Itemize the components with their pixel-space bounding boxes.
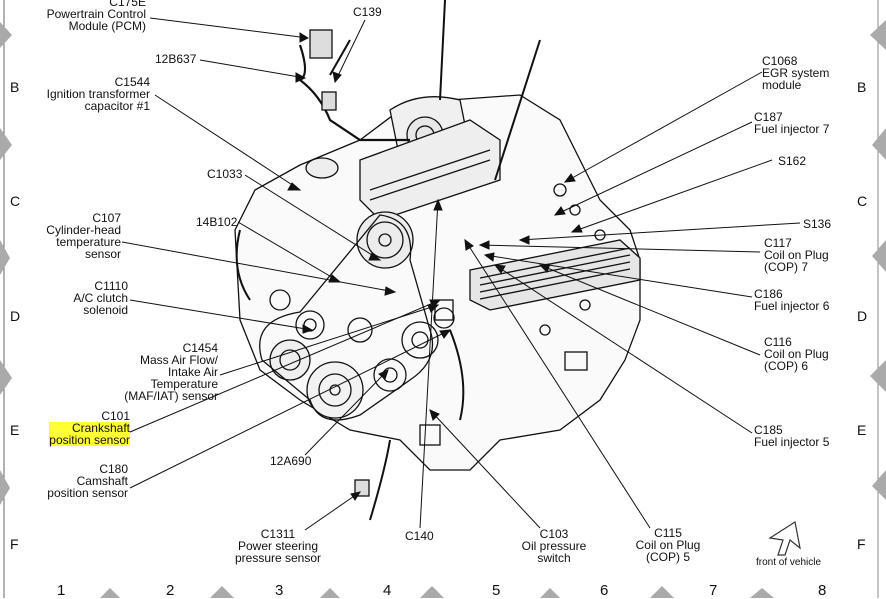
label-c1033: C1033 xyxy=(207,167,243,181)
grid-row-e-right: E xyxy=(857,422,867,438)
label-12b637: 12B637 xyxy=(155,52,197,66)
grid-row-d-left: D xyxy=(10,308,21,324)
label-14b102: 14B102 xyxy=(196,215,238,229)
grid-row-c-left: C xyxy=(10,193,21,209)
label-c139: C139 xyxy=(353,5,382,19)
grid-row-d-right: D xyxy=(857,308,868,324)
grid-col-8: 8 xyxy=(818,582,827,599)
grid-col-4: 4 xyxy=(383,582,392,599)
grid-col-1: 1 xyxy=(57,582,66,599)
leader-lines xyxy=(121,17,801,531)
grid-row-e-left: E xyxy=(10,422,20,438)
grid-col-6: 6 xyxy=(600,582,609,599)
label-s136: S136 xyxy=(803,217,832,231)
grid-col-5: 5 xyxy=(492,582,501,599)
grid-row-f-left: F xyxy=(10,536,19,552)
scan-edge-marks xyxy=(0,20,886,598)
grid-row-b-left: B xyxy=(10,79,20,95)
grid-col-2: 2 xyxy=(166,582,175,599)
front-of-vehicle-label: front of vehicle xyxy=(756,557,822,568)
crankshaft-highlight: Crankshaft xyxy=(49,422,130,434)
label-s162: S162 xyxy=(778,154,807,168)
grid-row-c-right: C xyxy=(857,193,868,209)
grid-col-7: 7 xyxy=(709,582,718,599)
grid-row-b-right: B xyxy=(857,79,867,95)
label-c140: C140 xyxy=(405,529,434,543)
front-arrow-icon xyxy=(768,521,801,556)
label-12a690: 12A690 xyxy=(270,454,312,468)
grid-col-3: 3 xyxy=(275,582,284,599)
grid-row-f-right: F xyxy=(857,536,866,552)
